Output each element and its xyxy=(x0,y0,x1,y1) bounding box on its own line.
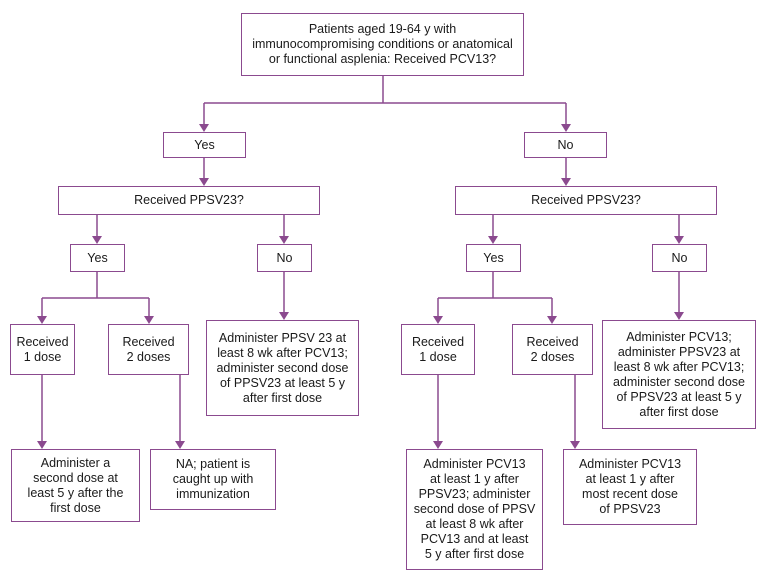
arrow-left-2-doses-action-head xyxy=(175,441,185,449)
left-2-doses-action-box: NA; patient is caught up with immunizati… xyxy=(150,449,276,510)
arrow-left-2-doses-head xyxy=(144,316,154,324)
yes-pcv13-box: Yes xyxy=(163,132,246,158)
arrow-right-no-head xyxy=(674,236,684,244)
arrow-to-yes-pcv13-head xyxy=(199,124,209,132)
right-2-doses-action-box: Administer PCV13 at least 1 y after most… xyxy=(563,449,697,525)
left-no-box: No xyxy=(257,244,312,272)
left-yes-box: Yes xyxy=(70,244,125,272)
no-pcv13-box: No xyxy=(524,132,607,158)
arrow-left-no-action-head xyxy=(279,312,289,320)
right-received-2-doses-box: Received 2 doses xyxy=(512,324,593,375)
left-no-action-box: Administer PPSV 23 at least 8 wk after P… xyxy=(206,320,359,416)
arrow-right-2-doses-action-head xyxy=(570,441,580,449)
arrow-right-question-head xyxy=(561,178,571,186)
right-1-dose-action-box: Administer PCV13 at least 1 y after PPSV… xyxy=(406,449,543,570)
right-no-action-box: Administer PCV13; administer PPSV23 at l… xyxy=(602,320,756,429)
arrow-left-yes-head xyxy=(92,236,102,244)
left-received-1-dose-box: Received 1 dose xyxy=(10,324,75,375)
root-question-box: Patients aged 19-64 y with immunocomprom… xyxy=(241,13,524,76)
arrow-right-2-doses-head xyxy=(547,316,557,324)
right-received-ppsv23-box: Received PPSV23? xyxy=(455,186,717,215)
left-received-2-doses-box: Received 2 doses xyxy=(108,324,189,375)
arrow-right-no-action-head xyxy=(674,312,684,320)
arrow-left-no-head xyxy=(279,236,289,244)
right-yes-box: Yes xyxy=(466,244,521,272)
right-no-box: No xyxy=(652,244,707,272)
arrow-right-1-dose-head xyxy=(433,316,443,324)
left-1-dose-action-box: Administer a second dose at least 5 y af… xyxy=(11,449,140,522)
arrow-left-question-head xyxy=(199,178,209,186)
right-received-1-dose-box: Received 1 dose xyxy=(401,324,475,375)
arrow-right-yes-head xyxy=(488,236,498,244)
arrow-to-no-pcv13-head xyxy=(561,124,571,132)
arrow-left-1-dose-head xyxy=(37,316,47,324)
left-received-ppsv23-box: Received PPSV23? xyxy=(58,186,320,215)
arrow-left-1-dose-action-head xyxy=(37,441,47,449)
arrow-right-1-dose-action-head xyxy=(433,441,443,449)
